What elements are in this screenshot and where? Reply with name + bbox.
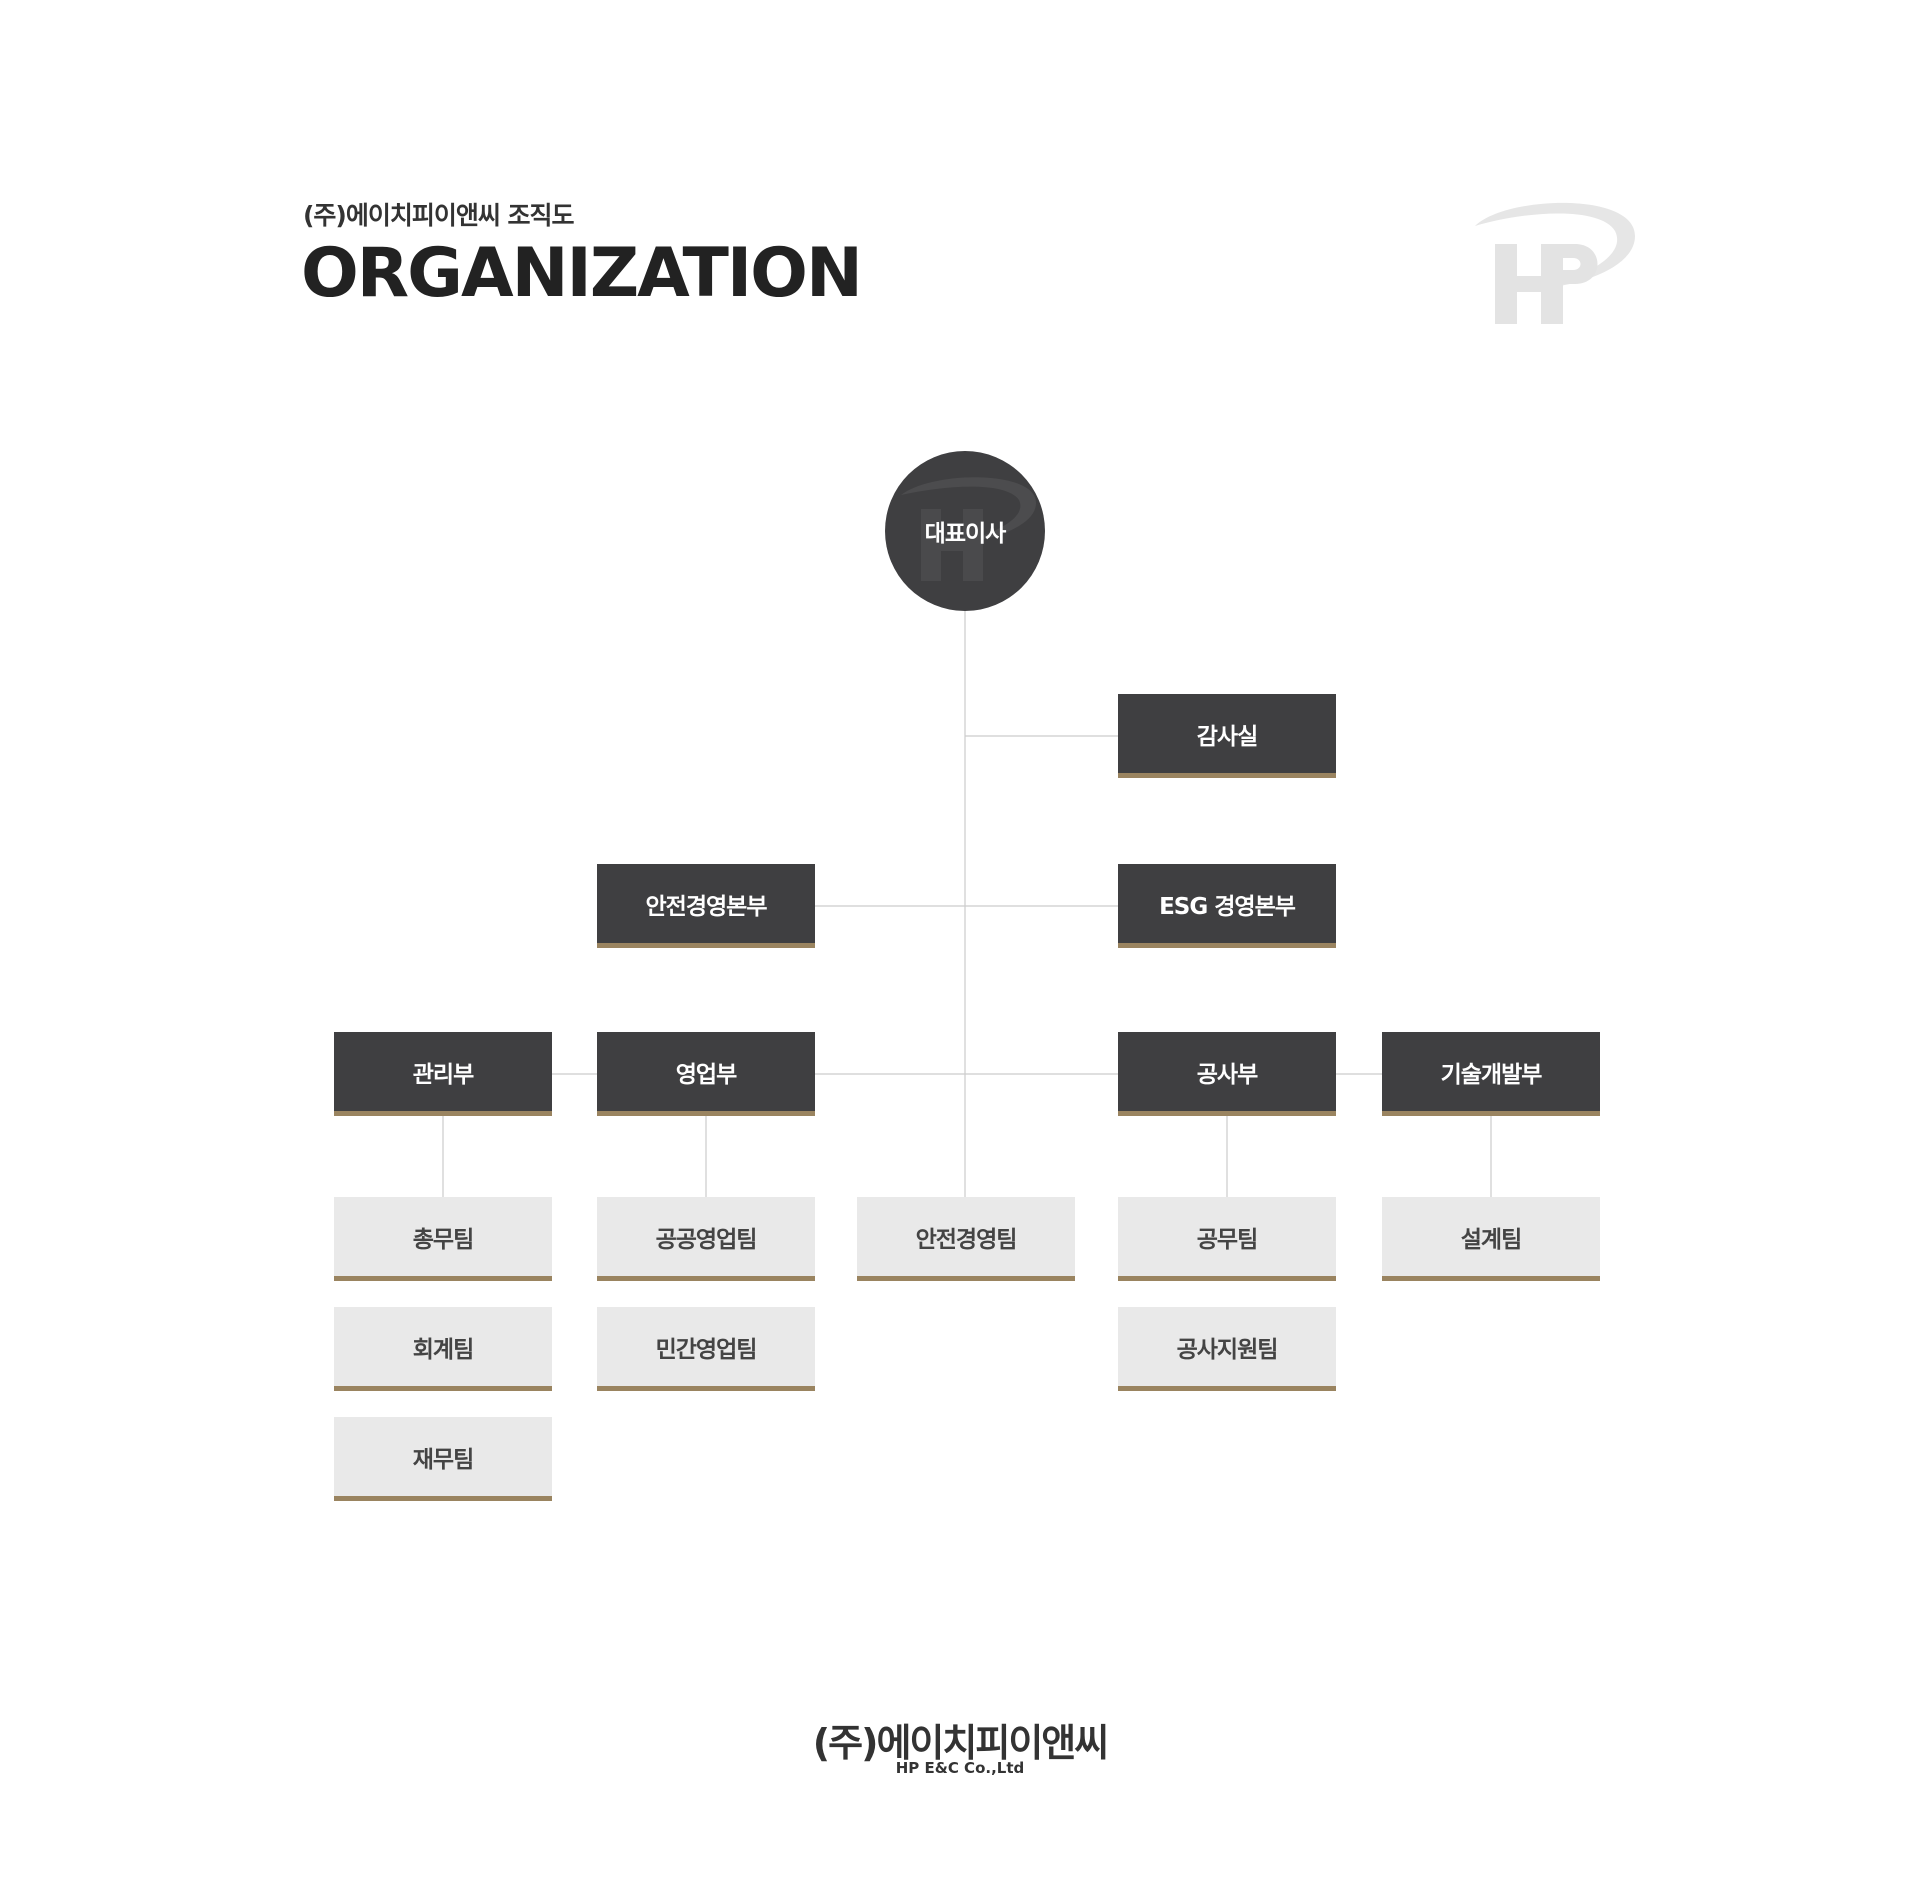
esg-hq-node[interactable]: ESG 경영본부 bbox=[1118, 864, 1336, 948]
general-affairs-team-node[interactable]: 총무팀 bbox=[334, 1197, 552, 1281]
ceo-label: 대표이사 bbox=[924, 521, 1007, 547]
design-team-node[interactable]: 설계팀 bbox=[1382, 1197, 1600, 1281]
org-chart-subtitle: (주)에이치피이앤씨 조직도 bbox=[303, 201, 575, 230]
accounting-team-node[interactable]: 회계팀 bbox=[334, 1307, 552, 1391]
footer-company-name-en: HP E&C Co.,Ltd bbox=[895, 1759, 1025, 1777]
construction-dept-node[interactable]: 공사부 bbox=[1118, 1032, 1336, 1116]
management-dept-node[interactable]: 관리부 bbox=[334, 1032, 552, 1116]
tech-dept-node[interactable]: 기술개발부 bbox=[1382, 1032, 1600, 1116]
safety-hq-node[interactable]: 안전경영본부 bbox=[597, 864, 815, 948]
hp-watermark-icon bbox=[901, 477, 1036, 581]
construction-affairs-team-node[interactable]: 공무팀 bbox=[1118, 1197, 1336, 1281]
ceo-node[interactable]: 대표이사 bbox=[885, 451, 1045, 611]
construction-support-team-node[interactable]: 공사지원팀 bbox=[1118, 1307, 1336, 1391]
public-sales-team-node[interactable]: 공공영업팀 bbox=[597, 1197, 815, 1281]
private-sales-team-node[interactable]: 민간영업팀 bbox=[597, 1307, 815, 1391]
page-title: ORGANIZATION bbox=[301, 234, 863, 313]
safety-team-node[interactable]: 안전경영팀 bbox=[857, 1197, 1075, 1281]
sales-dept-node[interactable]: 영업부 bbox=[597, 1032, 815, 1116]
audit-office-node[interactable]: 감사실 bbox=[1118, 694, 1336, 778]
hp-logo-icon bbox=[1475, 202, 1635, 324]
footer-company-name: (주)에이치피이앤씨 bbox=[812, 1721, 1109, 1765]
finance-team-node[interactable]: 재무팀 bbox=[334, 1417, 552, 1501]
